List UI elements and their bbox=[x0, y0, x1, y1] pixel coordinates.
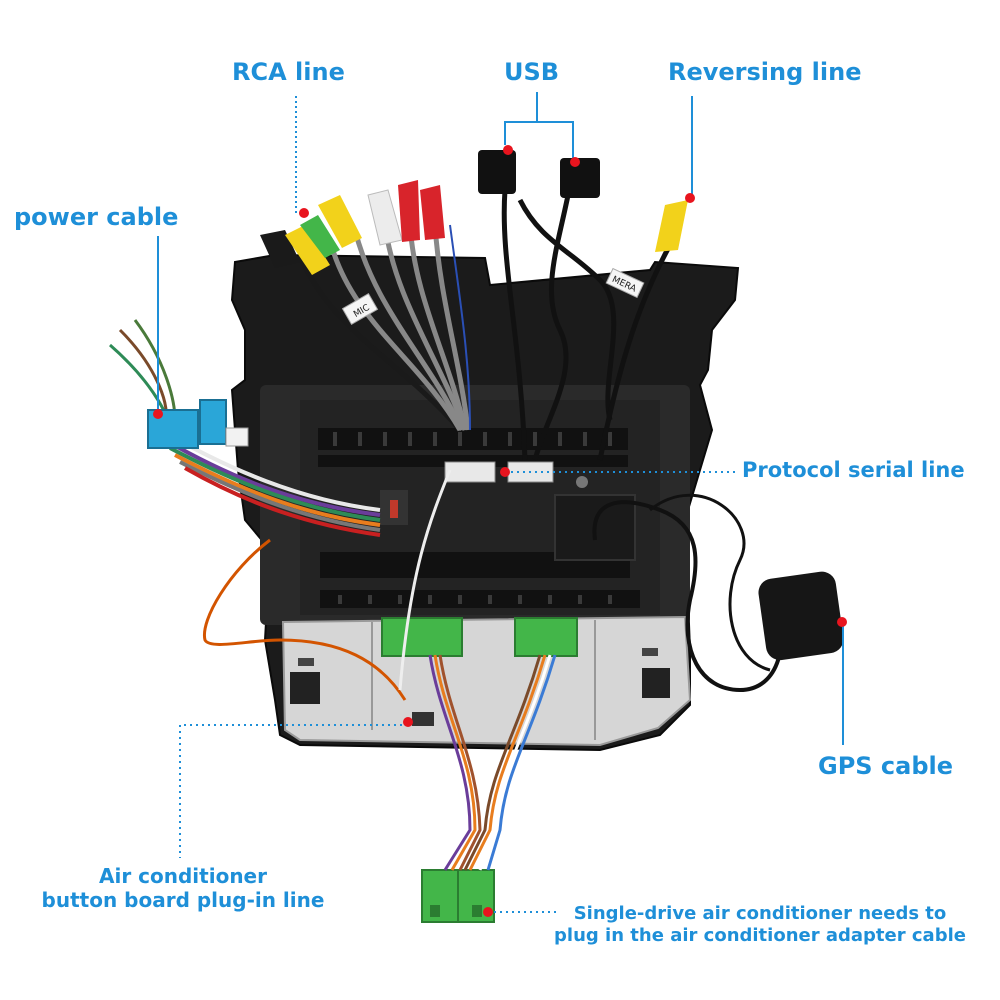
power-cable-harness bbox=[109, 319, 407, 701]
power-cable-label: power cable bbox=[14, 203, 179, 231]
power-cable-connector bbox=[147, 399, 249, 449]
red-markers bbox=[153, 145, 847, 917]
single-drive-label-line2: plug in the air conditioner adapter cabl… bbox=[554, 925, 966, 946]
plate-green-connectors bbox=[381, 617, 578, 657]
adapter-harness bbox=[428, 654, 557, 871]
callout-lines bbox=[157, 92, 844, 913]
reversing-line-label: Reversing line bbox=[668, 58, 862, 86]
gps-cable-label: GPS cable bbox=[818, 752, 954, 780]
air-conditioner-label: Air conditioner button board plug-in lin… bbox=[38, 864, 328, 912]
usb-plugs bbox=[478, 150, 600, 198]
metal-plate bbox=[281, 615, 692, 747]
usb-cables bbox=[501, 184, 617, 461]
single-drive-label: Single-drive air conditioner needs to pl… bbox=[545, 903, 975, 947]
rca-tags: MIC bbox=[341, 293, 379, 325]
air-conditioner-label-line1: Air conditioner bbox=[99, 864, 267, 888]
air-conditioner-label-line2: button board plug-in line bbox=[41, 888, 325, 912]
air-conditioner-adapter-plug bbox=[421, 869, 495, 923]
rca-plugs bbox=[260, 180, 445, 275]
gps-cable bbox=[592, 493, 844, 693]
single-drive-label-line1: Single-drive air conditioner needs to bbox=[573, 903, 947, 924]
rca-cable-bundle bbox=[297, 224, 471, 432]
protocol-serial-line-label: Protocol serial line bbox=[742, 458, 965, 482]
rca-line-label: RCA line bbox=[232, 58, 345, 86]
usb-label: USB bbox=[504, 58, 560, 86]
